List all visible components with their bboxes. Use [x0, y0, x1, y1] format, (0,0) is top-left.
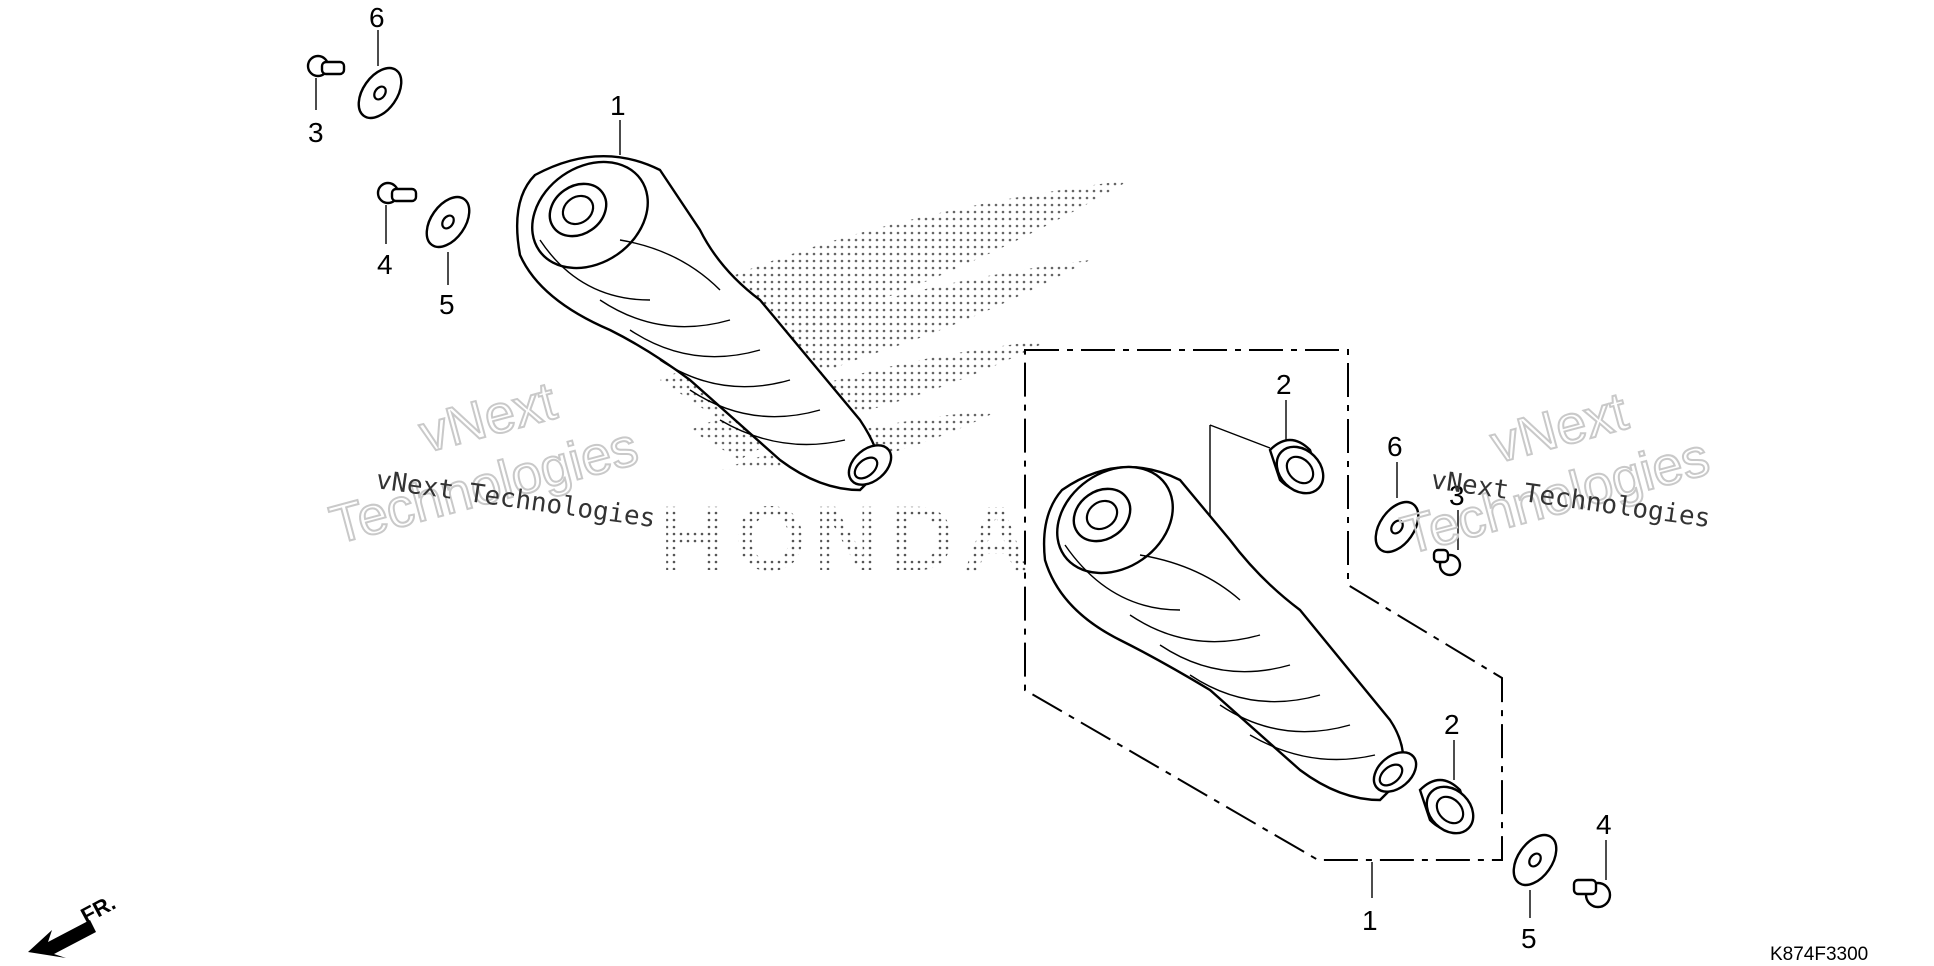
washer-lower-left — [425, 195, 471, 285]
callout-right-bushing-upper: 2 — [1276, 369, 1292, 400]
bolt-lower-right — [1572, 840, 1612, 909]
callout-right-bushing-lower: 2 — [1444, 709, 1460, 740]
callout-right-washer-upper: 6 — [1387, 431, 1403, 462]
brand-watermark: HONDA — [660, 488, 1037, 590]
washer-upper-left — [357, 30, 403, 120]
callout-left-shock: 1 — [610, 90, 626, 121]
bushing-upper-right — [1268, 400, 1325, 495]
callout-right-washer-lower: 5 — [1521, 923, 1537, 954]
bolt-upper-right — [1432, 510, 1462, 577]
callout-left-washer-upper: 6 — [369, 2, 385, 33]
bushing-lower-right — [1418, 740, 1475, 835]
shock-absorber-left — [515, 155, 893, 492]
arrow-down-left-icon — [28, 920, 96, 958]
callout-right-bolt-upper: 3 — [1449, 480, 1465, 511]
callout-left-bolt-lower: 4 — [377, 249, 393, 280]
diagram-code: K874F3300 — [1770, 944, 1868, 965]
bushing-leader-upper — [1209, 424, 1271, 449]
callout-right-bolt-lower: 4 — [1596, 809, 1612, 840]
assembly-frame — [1024, 349, 1503, 861]
bolt-lower-left — [376, 181, 418, 244]
bolt-upper-left — [306, 54, 346, 110]
washer-lower-right — [1512, 833, 1558, 918]
shock-absorber-right — [1042, 465, 1418, 802]
direction-label: FR. — [77, 890, 120, 929]
washer-upper-right — [1374, 462, 1420, 554]
callout-left-bolt-upper: 3 — [308, 117, 324, 148]
callout-left-washer-lower: 5 — [439, 289, 455, 320]
callout-right-shock: 1 — [1362, 905, 1378, 936]
